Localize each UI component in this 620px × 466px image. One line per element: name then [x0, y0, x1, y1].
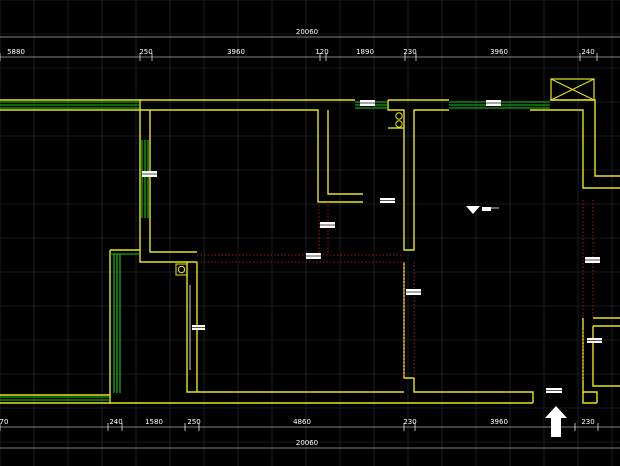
top-dim-2: 250: [139, 48, 152, 56]
up-arrow-icon: [545, 406, 567, 437]
top-dim-7: 3960: [490, 48, 508, 56]
wall-segment: [327, 110, 363, 195]
shaft-box: [550, 78, 595, 101]
bottom-dim-6: 230: [403, 418, 416, 426]
top-dim-5: 1890: [356, 48, 374, 56]
bottom-dim-8: 230: [581, 418, 594, 426]
wall-segment: [592, 326, 620, 387]
wall-segment: [0, 99, 197, 263]
bottom-dim-4: 250: [187, 418, 200, 426]
top-dim-1: 5880: [7, 48, 25, 56]
wall-segment: [0, 109, 197, 253]
wall-segment: [530, 109, 620, 189]
bottom-dim-2: 240: [109, 418, 122, 426]
pipe-icon: [395, 112, 403, 120]
bottom-dim-5: 4860: [293, 418, 311, 426]
bottom-dim-7: 3960: [490, 418, 508, 426]
bottom-total-label: 20060: [296, 439, 318, 447]
bottom-dim-3: 1580: [145, 418, 163, 426]
pipe-box: [175, 263, 188, 276]
shaft-x-line: [550, 78, 595, 101]
pipe-icon: [395, 120, 403, 128]
level-tag: [482, 207, 491, 211]
wall-segment: [387, 100, 449, 251]
top-dim-6: 230: [403, 48, 416, 56]
wall-segment: [582, 392, 597, 404]
wall-segment: [403, 262, 534, 403]
down-triangle-icon: [466, 206, 480, 214]
bottom-dim-1: 70: [0, 418, 8, 426]
floor-plan: [0, 78, 620, 437]
bottom-dimension-group: [0, 426, 620, 449]
top-dim-4: 120: [315, 48, 328, 56]
top-total-label: 20060: [296, 28, 318, 36]
wall-segment: [150, 109, 363, 203]
top-dim-8: 240: [581, 48, 594, 56]
pipe-icon: [177, 265, 186, 274]
top-dim-3: 3960: [227, 48, 245, 56]
top-dimension-group: [0, 36, 620, 58]
